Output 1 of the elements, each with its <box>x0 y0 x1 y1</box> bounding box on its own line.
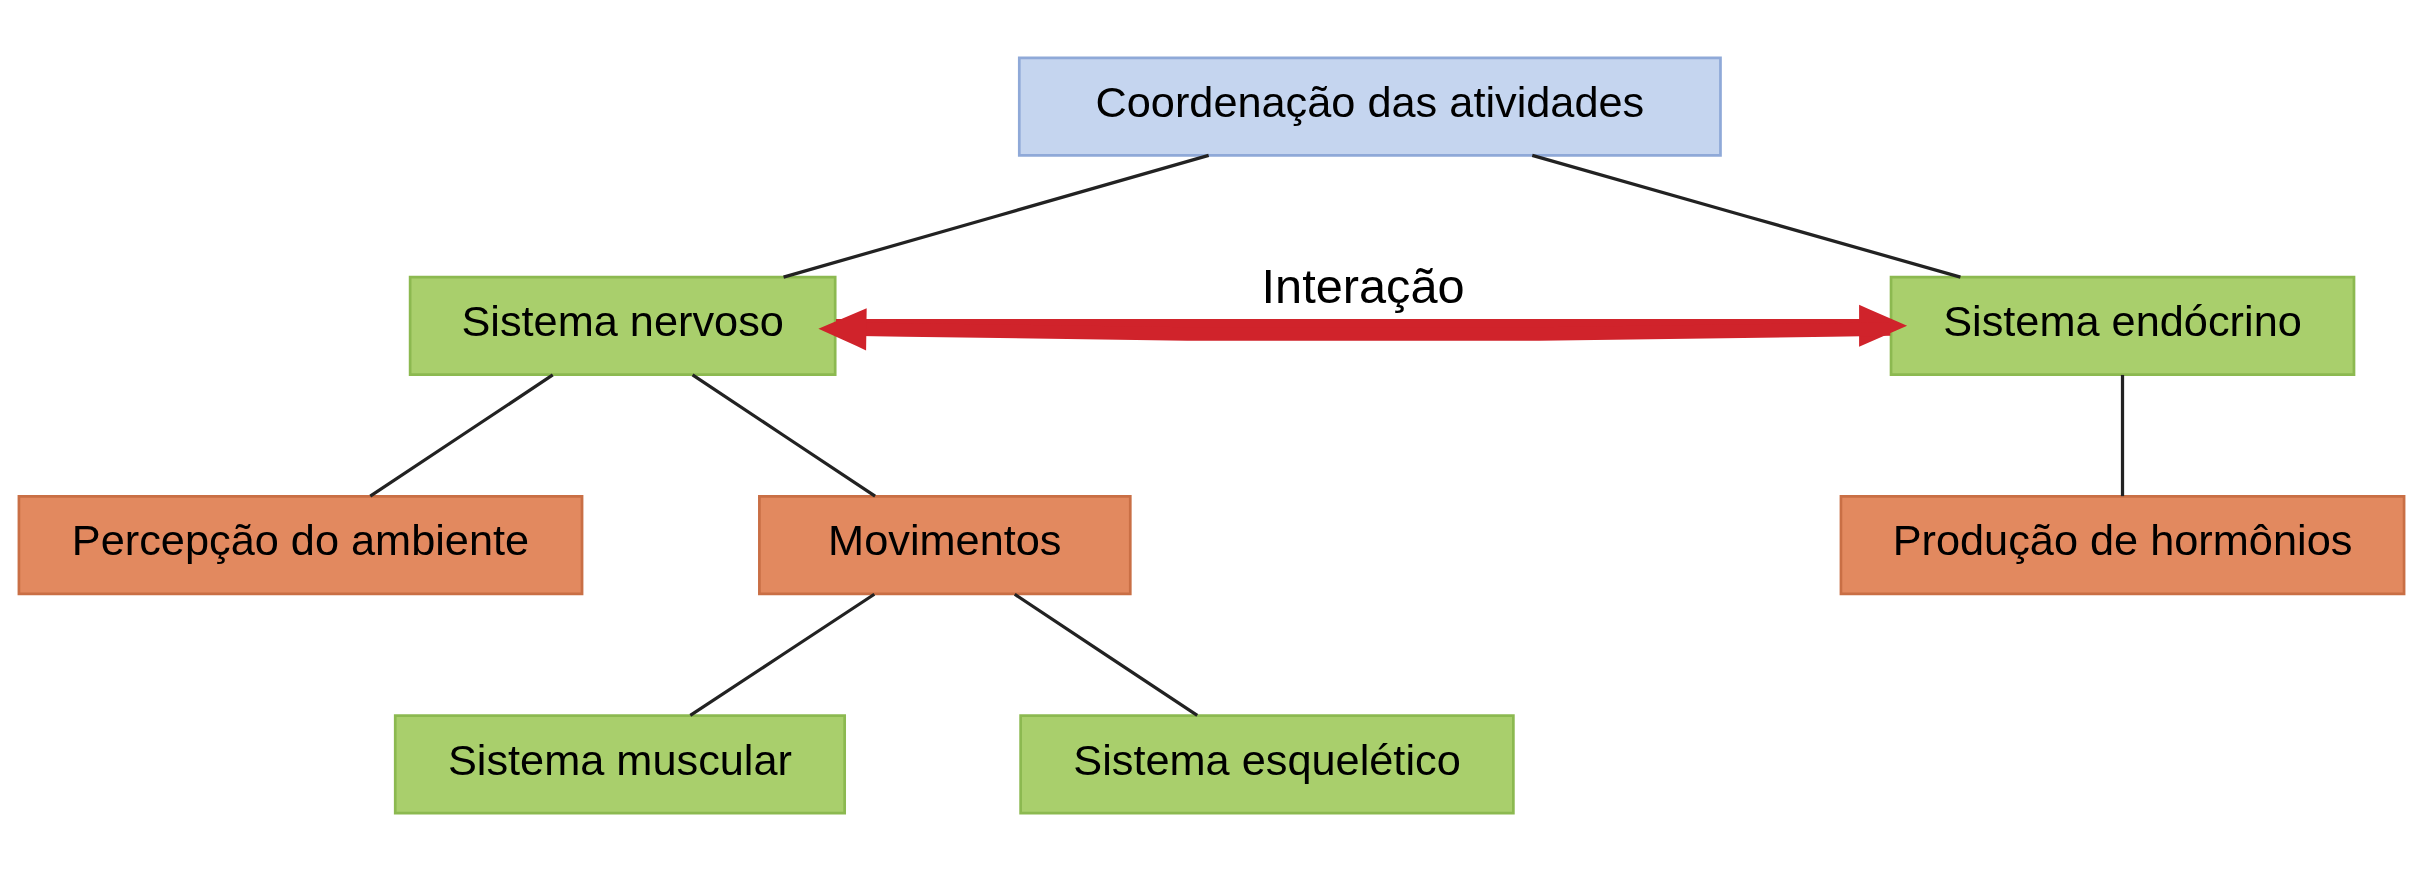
edge-label: Interação <box>1261 258 1465 313</box>
